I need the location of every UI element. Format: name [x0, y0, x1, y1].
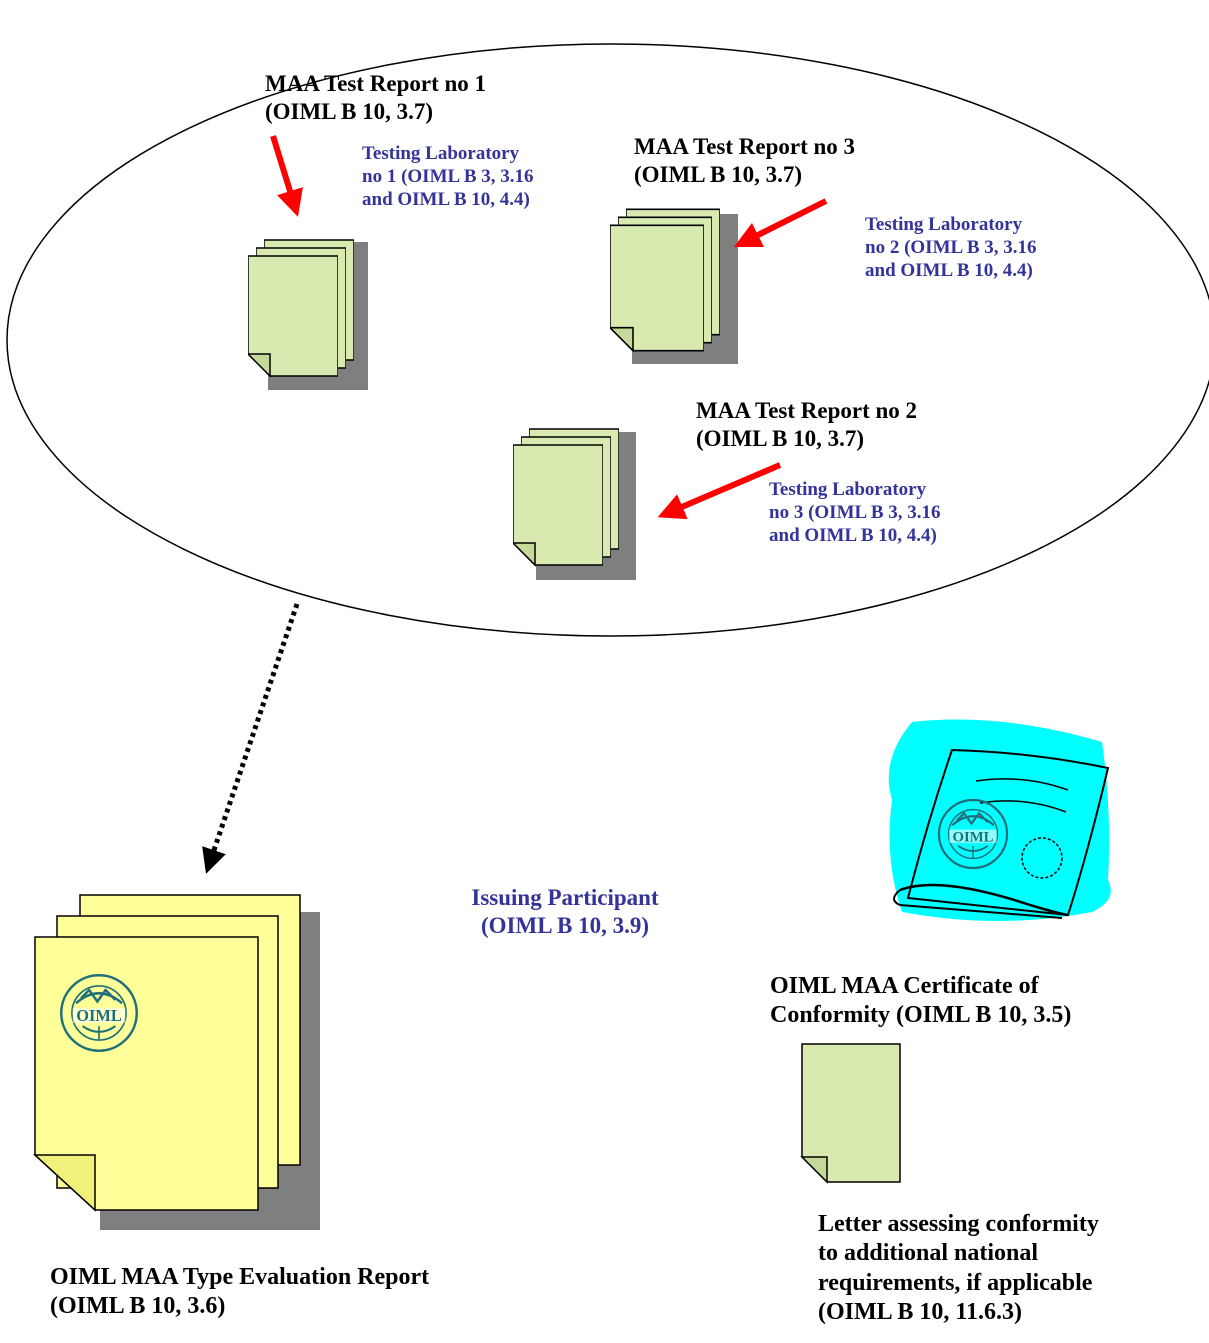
letter-label: Letter assessing conformity to additiona… [818, 1211, 1099, 1325]
oiml-logo-icon [60, 974, 138, 1052]
arrow-icon [657, 462, 782, 520]
test-report-3-label: MAA Test Report no 3 (OIML B 10, 3.7) [634, 134, 856, 188]
test-report-1-stack-icon [248, 239, 368, 390]
arrow-icon [270, 135, 303, 217]
dotted-arrow-icon [202, 603, 300, 874]
evaluation-report-label: OIML MAA Type Evaluation Report (OIML B … [50, 1264, 430, 1320]
arrow-icon [733, 198, 828, 248]
testing-lab-3-label: Testing Laboratory no 3 (OIML B 3, 3.16 … [769, 479, 941, 547]
test-report-3-stack-icon [610, 208, 738, 364]
test-report-2-stack-icon [513, 428, 636, 580]
seal-icon [1021, 837, 1063, 879]
letter-page-icon [800, 1043, 901, 1184]
testing-lab-1-label: Testing Laboratory no 1 (OIML B 3, 3.16 … [362, 143, 534, 211]
test-report-1-label: MAA Test Report no 1 (OIML B 10, 3.7) [265, 71, 487, 125]
oiml-logo-icon [937, 798, 1009, 870]
issuing-participant-label: Issuing Participant (OIML B 10, 3.9) [471, 885, 659, 939]
testing-lab-2-label: Testing Laboratory no 2 (OIML B 3, 3.16 … [865, 214, 1037, 282]
certificate-scroll-icon [888, 719, 1111, 921]
evaluation-report-stack-icon [33, 894, 320, 1230]
test-report-2-label: MAA Test Report no 2 (OIML B 10, 3.7) [696, 398, 918, 452]
certificate-label: OIML MAA Certificate of Conformity (OIML… [770, 973, 1072, 1029]
test-reports-ellipse [6, 43, 1209, 637]
